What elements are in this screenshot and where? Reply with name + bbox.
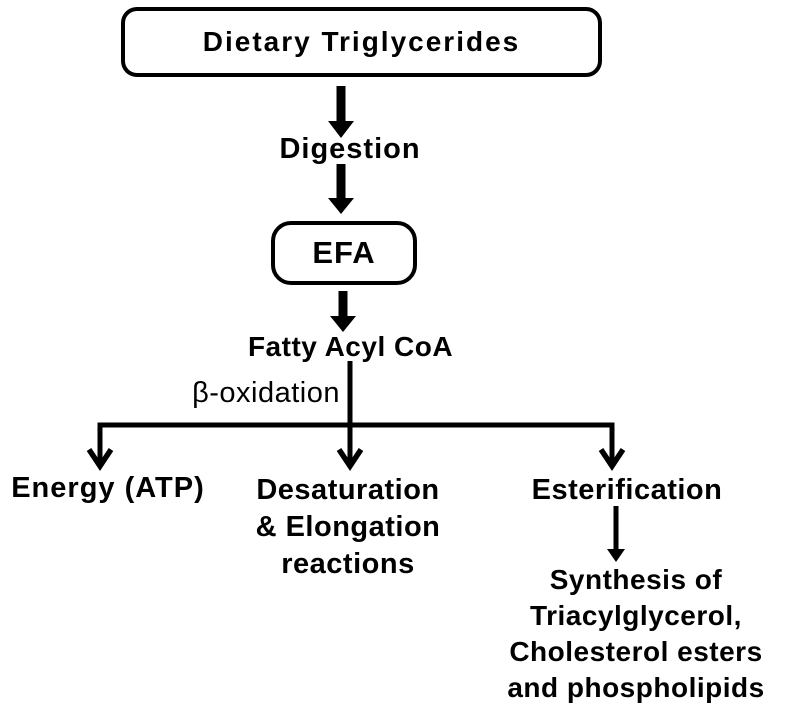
arrow-dietary-to-digestion-icon bbox=[328, 86, 354, 138]
edge-label-beta-oxidation: β-oxidation bbox=[192, 377, 340, 409]
desaturation-line-1: Desaturation bbox=[256, 474, 440, 506]
edge-label-digestion: Digestion bbox=[279, 133, 421, 165]
arrow-branch-to-desaturation-icon bbox=[336, 447, 364, 471]
synthesis-line-2: Triacylglycerol, bbox=[530, 600, 742, 631]
node-efa-label: EFA bbox=[312, 235, 376, 270]
synthesis-line-4: and phospholipids bbox=[507, 672, 765, 703]
synthesis-line-1: Synthesis of bbox=[549, 564, 723, 595]
desaturation-line-3: reactions bbox=[281, 548, 415, 580]
node-efa: EFA bbox=[271, 221, 417, 285]
arrow-branch-to-esterification-icon bbox=[598, 447, 626, 471]
node-synthesis-products: Synthesis of Triacylglycerol, Cholestero… bbox=[481, 562, 791, 706]
synthesis-line-3: Cholesterol esters bbox=[509, 636, 763, 667]
arrow-digestion-to-efa-icon bbox=[328, 164, 354, 214]
arrow-esterification-to-synthesis-icon bbox=[607, 506, 625, 562]
branch-connector-lines bbox=[97, 361, 615, 462]
arrow-branch-to-energy-icon bbox=[86, 447, 114, 471]
desaturation-line-2: & Elongation bbox=[255, 511, 441, 543]
node-dietary-triglycerides: Dietary Triglycerides bbox=[121, 7, 602, 77]
node-fatty-acyl-coa: Fatty Acyl CoA bbox=[247, 331, 454, 362]
node-desaturation-elongation-reactions: Desaturation & Elongation reactions bbox=[233, 472, 463, 583]
node-esterification: Esterification bbox=[531, 474, 723, 506]
arrow-efa-to-fatty-acyl-coa-icon bbox=[330, 291, 356, 332]
node-dietary-triglycerides-label: Dietary Triglycerides bbox=[202, 26, 521, 57]
node-energy-atp: Energy (ATP) bbox=[11, 472, 205, 504]
